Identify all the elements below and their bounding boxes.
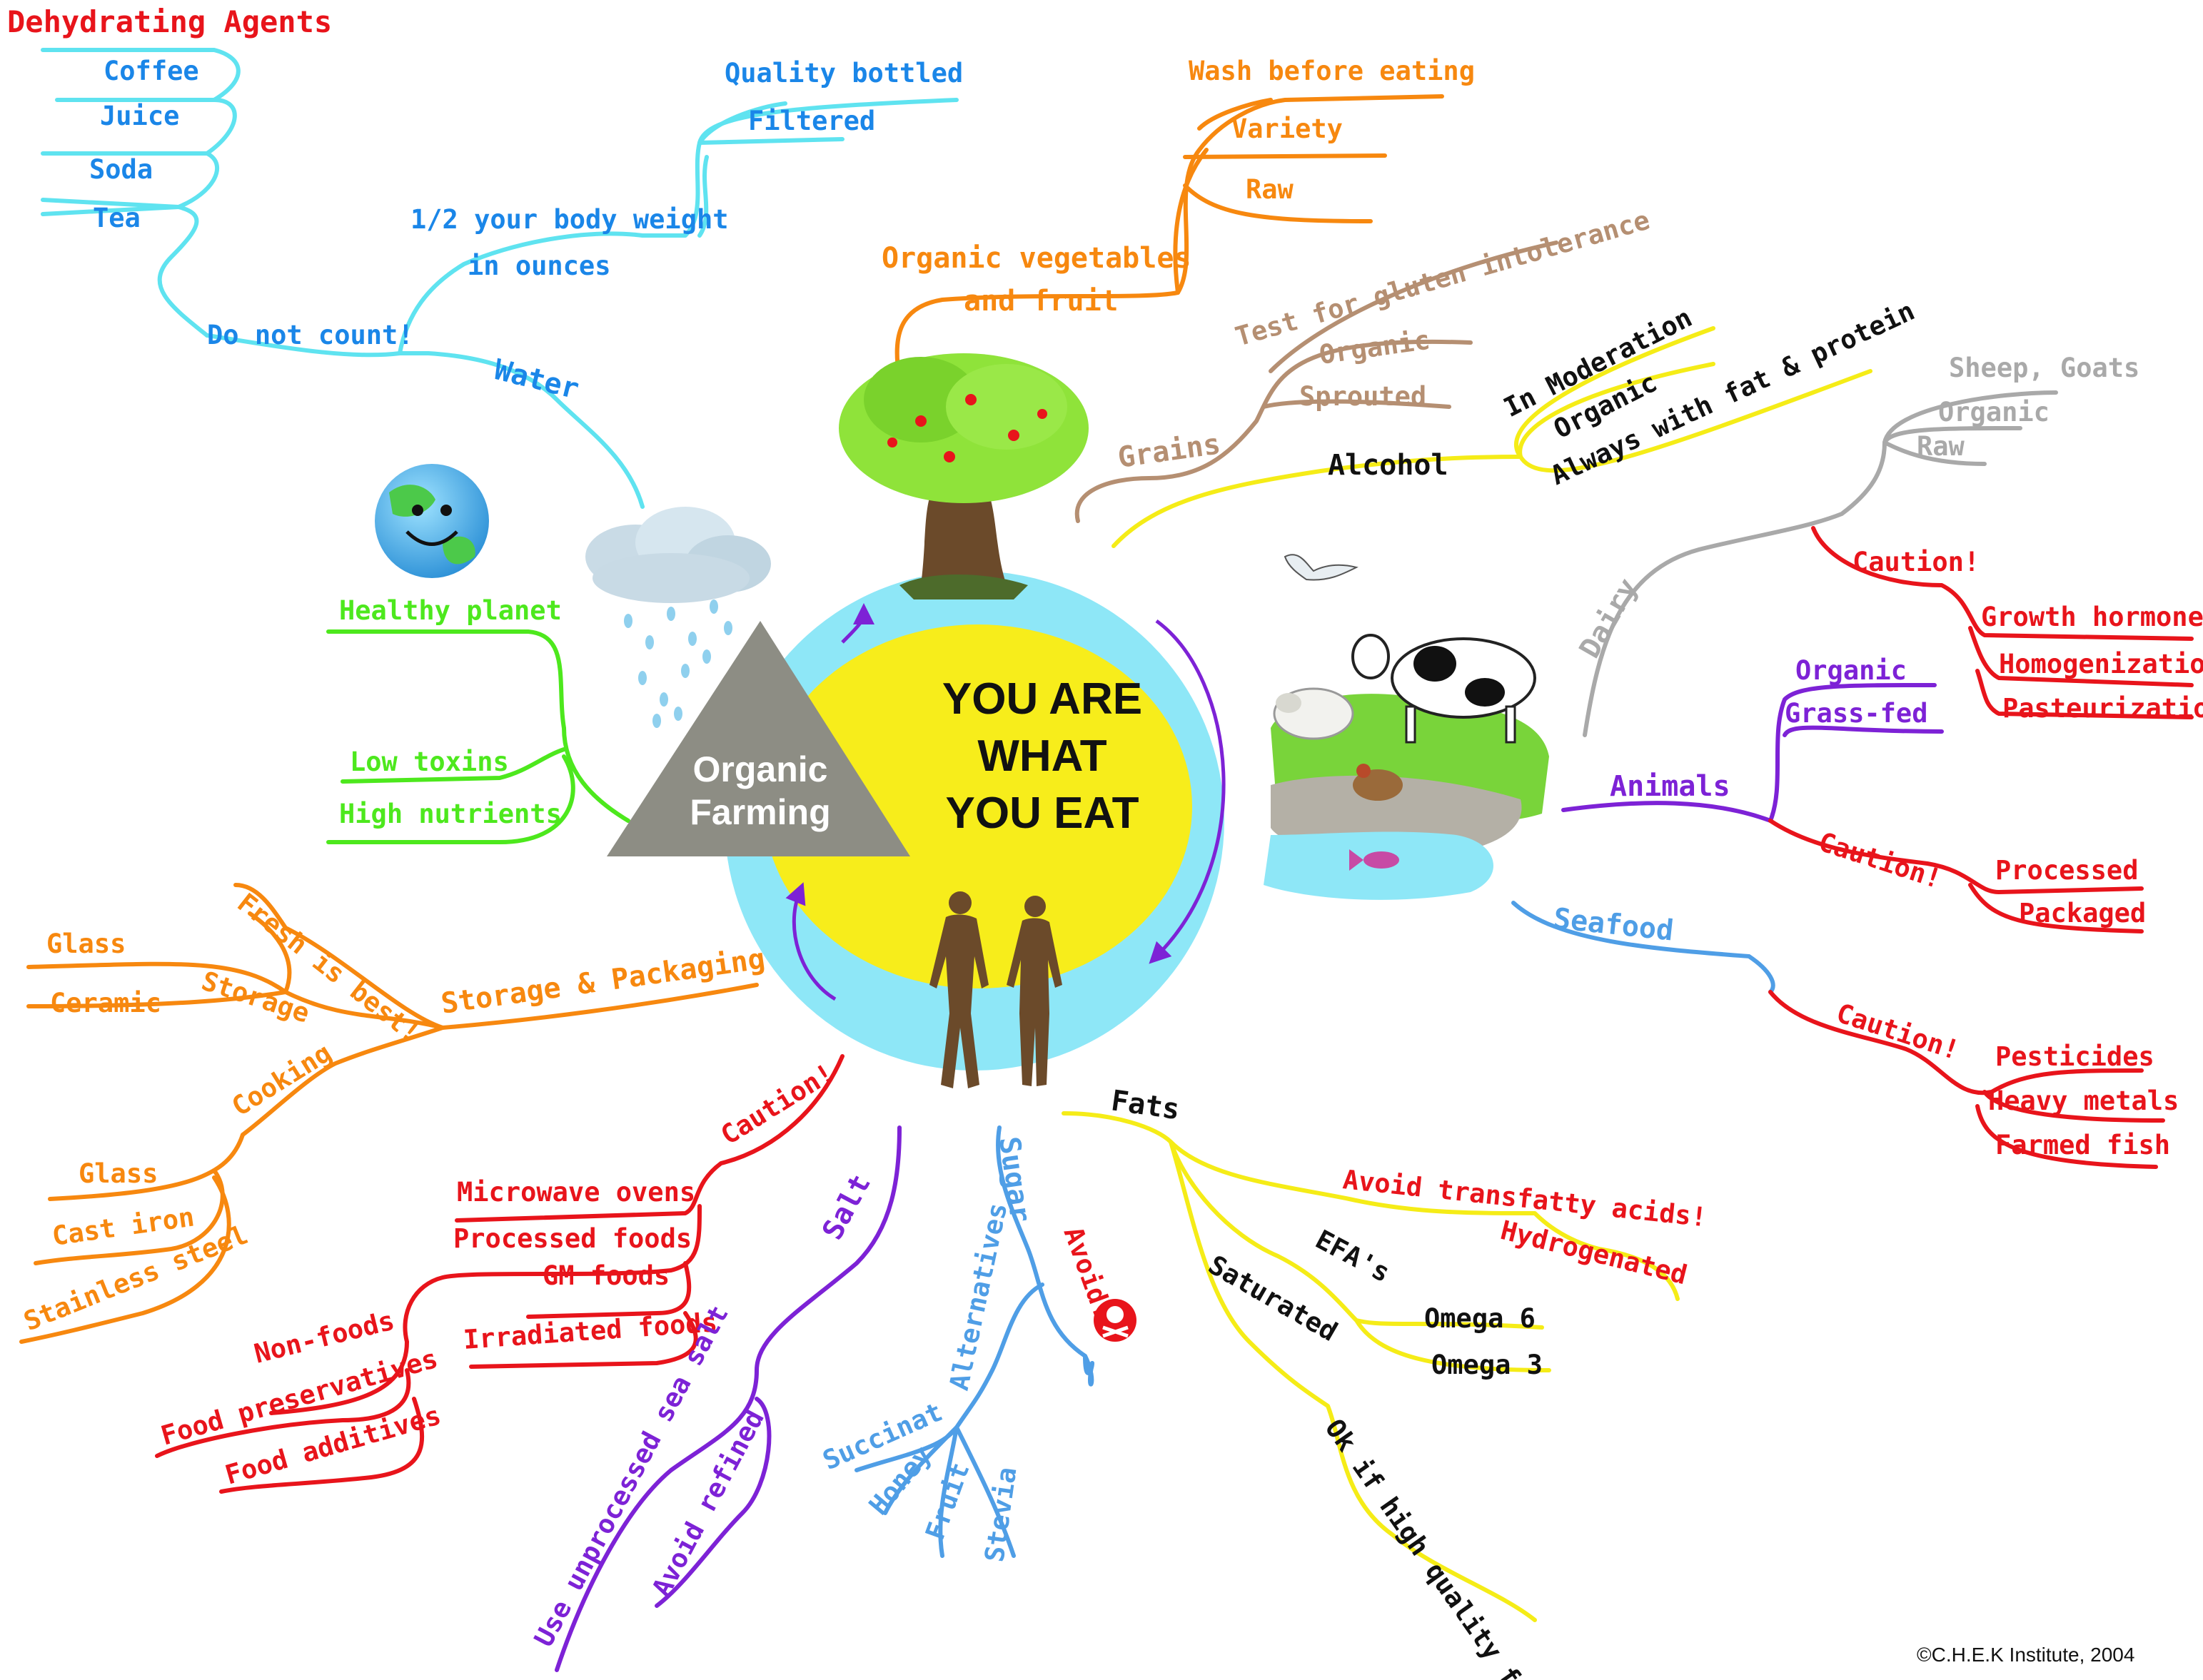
label-soda: Soda <box>89 154 153 185</box>
label-processed-foods: Processed foods <box>453 1223 692 1254</box>
dehydrating-agents-title: Dehydrating Agents <box>7 4 332 39</box>
copyright-text: ©C.H.E.K Institute, 2004 <box>1917 1644 2134 1666</box>
branch-lines <box>19 48 2194 1672</box>
center-title-line2: WHAT <box>977 732 1106 781</box>
label-animals: Animals <box>1610 770 1730 803</box>
organic-farming-triangle: Organic Farming <box>607 621 910 856</box>
label-healthy-planet: Healthy planet <box>339 595 562 626</box>
label-caution-seafood: Caution! <box>1833 998 1963 1066</box>
label-juice: Juice <box>100 101 179 131</box>
label-alternatives: Alternatives <box>944 1200 1014 1392</box>
label-tea: Tea <box>93 203 141 233</box>
fish-icon <box>1349 849 1399 871</box>
label-sheep-goats: Sheep, Goats <box>1949 353 2139 383</box>
label-pasteurization: Pasteurization <box>2002 693 2203 724</box>
label-gm-foods: GM foods <box>543 1260 670 1291</box>
label-unprocessed-sea-salt: Use unprocessed sea salt <box>528 1300 735 1651</box>
label-wash-before-eating: Wash before eating <box>1189 56 1475 86</box>
label-organic-dairy: Organic <box>1938 397 2050 427</box>
label-raw-dairy: Raw <box>1917 431 1965 462</box>
label-seafood: Seafood <box>1552 902 1675 947</box>
label-ceramic: Ceramic <box>50 988 161 1018</box>
center-title-line3: YOU EAT <box>946 789 1139 838</box>
label-raw-veg: Raw <box>1246 174 1294 205</box>
label-saturated: Saturated <box>1204 1250 1343 1347</box>
farm-animals-icon <box>1264 634 1549 900</box>
label-grass-fed: Grass-fed <box>1785 698 1927 729</box>
label-dairy: Dairy <box>1573 573 1645 664</box>
label-glass-storage: Glass <box>46 928 126 959</box>
label-stevia: Stevia <box>979 1465 1022 1564</box>
label-glass-cooking: Glass <box>79 1158 158 1189</box>
label-filtered: Filtered <box>748 106 875 136</box>
earth-smile-icon <box>375 464 489 578</box>
label-alcohol: Alcohol <box>1328 449 1448 482</box>
label-test-gluten: Test for gluten intolerance <box>1232 205 1653 353</box>
label-growth-hormones: Growth hormones <box>1981 602 2203 632</box>
label-water: Water <box>491 353 583 406</box>
label-caution-dairy: Caution! <box>1852 547 1980 577</box>
label-ok-high-quality: Ok if high quality fat <box>1319 1413 1545 1680</box>
people-icon <box>929 891 1062 1088</box>
label-variety: Variety <box>1231 113 1343 144</box>
label-homogenization: Homogenization <box>1999 649 2203 679</box>
skull-crossbones-icon <box>1094 1299 1136 1342</box>
cloud-rain-icon <box>585 507 771 728</box>
farming-line1: Organic <box>693 749 828 789</box>
label-cast-iron: Cast iron <box>50 1201 196 1251</box>
label-organic-grains: Organic <box>1317 325 1431 370</box>
label-pesticides: Pesticides <box>1995 1041 2154 1072</box>
label-fresh-is-best: Fresh is best! <box>231 887 425 1048</box>
label-sprouted: Sprouted <box>1299 381 1426 412</box>
label-packaged: Packaged <box>2019 898 2146 928</box>
label-coffee: Coffee <box>104 56 199 86</box>
label-farmed-fish: Farmed fish <box>1995 1130 2170 1160</box>
farming-line2: Farming <box>690 792 830 832</box>
label-processed: Processed <box>1995 855 2138 886</box>
center-title-line1: YOU ARE <box>942 674 1142 724</box>
center-circle: YOU ARE WHAT YOU EAT <box>725 571 1226 1071</box>
label-caution-animals: Caution! <box>1815 826 1945 895</box>
label-heavy-metals: Heavy metals <box>1988 1086 2179 1116</box>
label-quality-bottled: Quality bottled <box>725 58 963 88</box>
label-low-toxins: Low toxins <box>350 747 509 777</box>
label-organic-animals: Organic <box>1795 655 1907 686</box>
label-and-fruit: and fruit <box>964 285 1119 318</box>
label-in-ounces: in ounces <box>468 251 610 281</box>
label-omega-6: Omega 6 <box>1424 1303 1536 1334</box>
bird-icon <box>1284 554 1358 581</box>
label-half-body-weight: 1/2 your body weight <box>410 204 729 235</box>
label-efas: EFA's <box>1311 1224 1396 1288</box>
label-omega-3: Omega 3 <box>1431 1350 1543 1380</box>
tree-icon <box>839 353 1089 599</box>
label-microwave-ovens: Microwave ovens <box>457 1177 695 1208</box>
label-do-not-count: Do not count! <box>207 320 414 350</box>
label-high-nutrients: High nutrients <box>339 799 562 829</box>
label-cooking: Cooking <box>226 1038 337 1123</box>
label-salt: Salt <box>816 1169 877 1245</box>
label-organic-vegetables: Organic vegetables <box>882 242 1191 275</box>
